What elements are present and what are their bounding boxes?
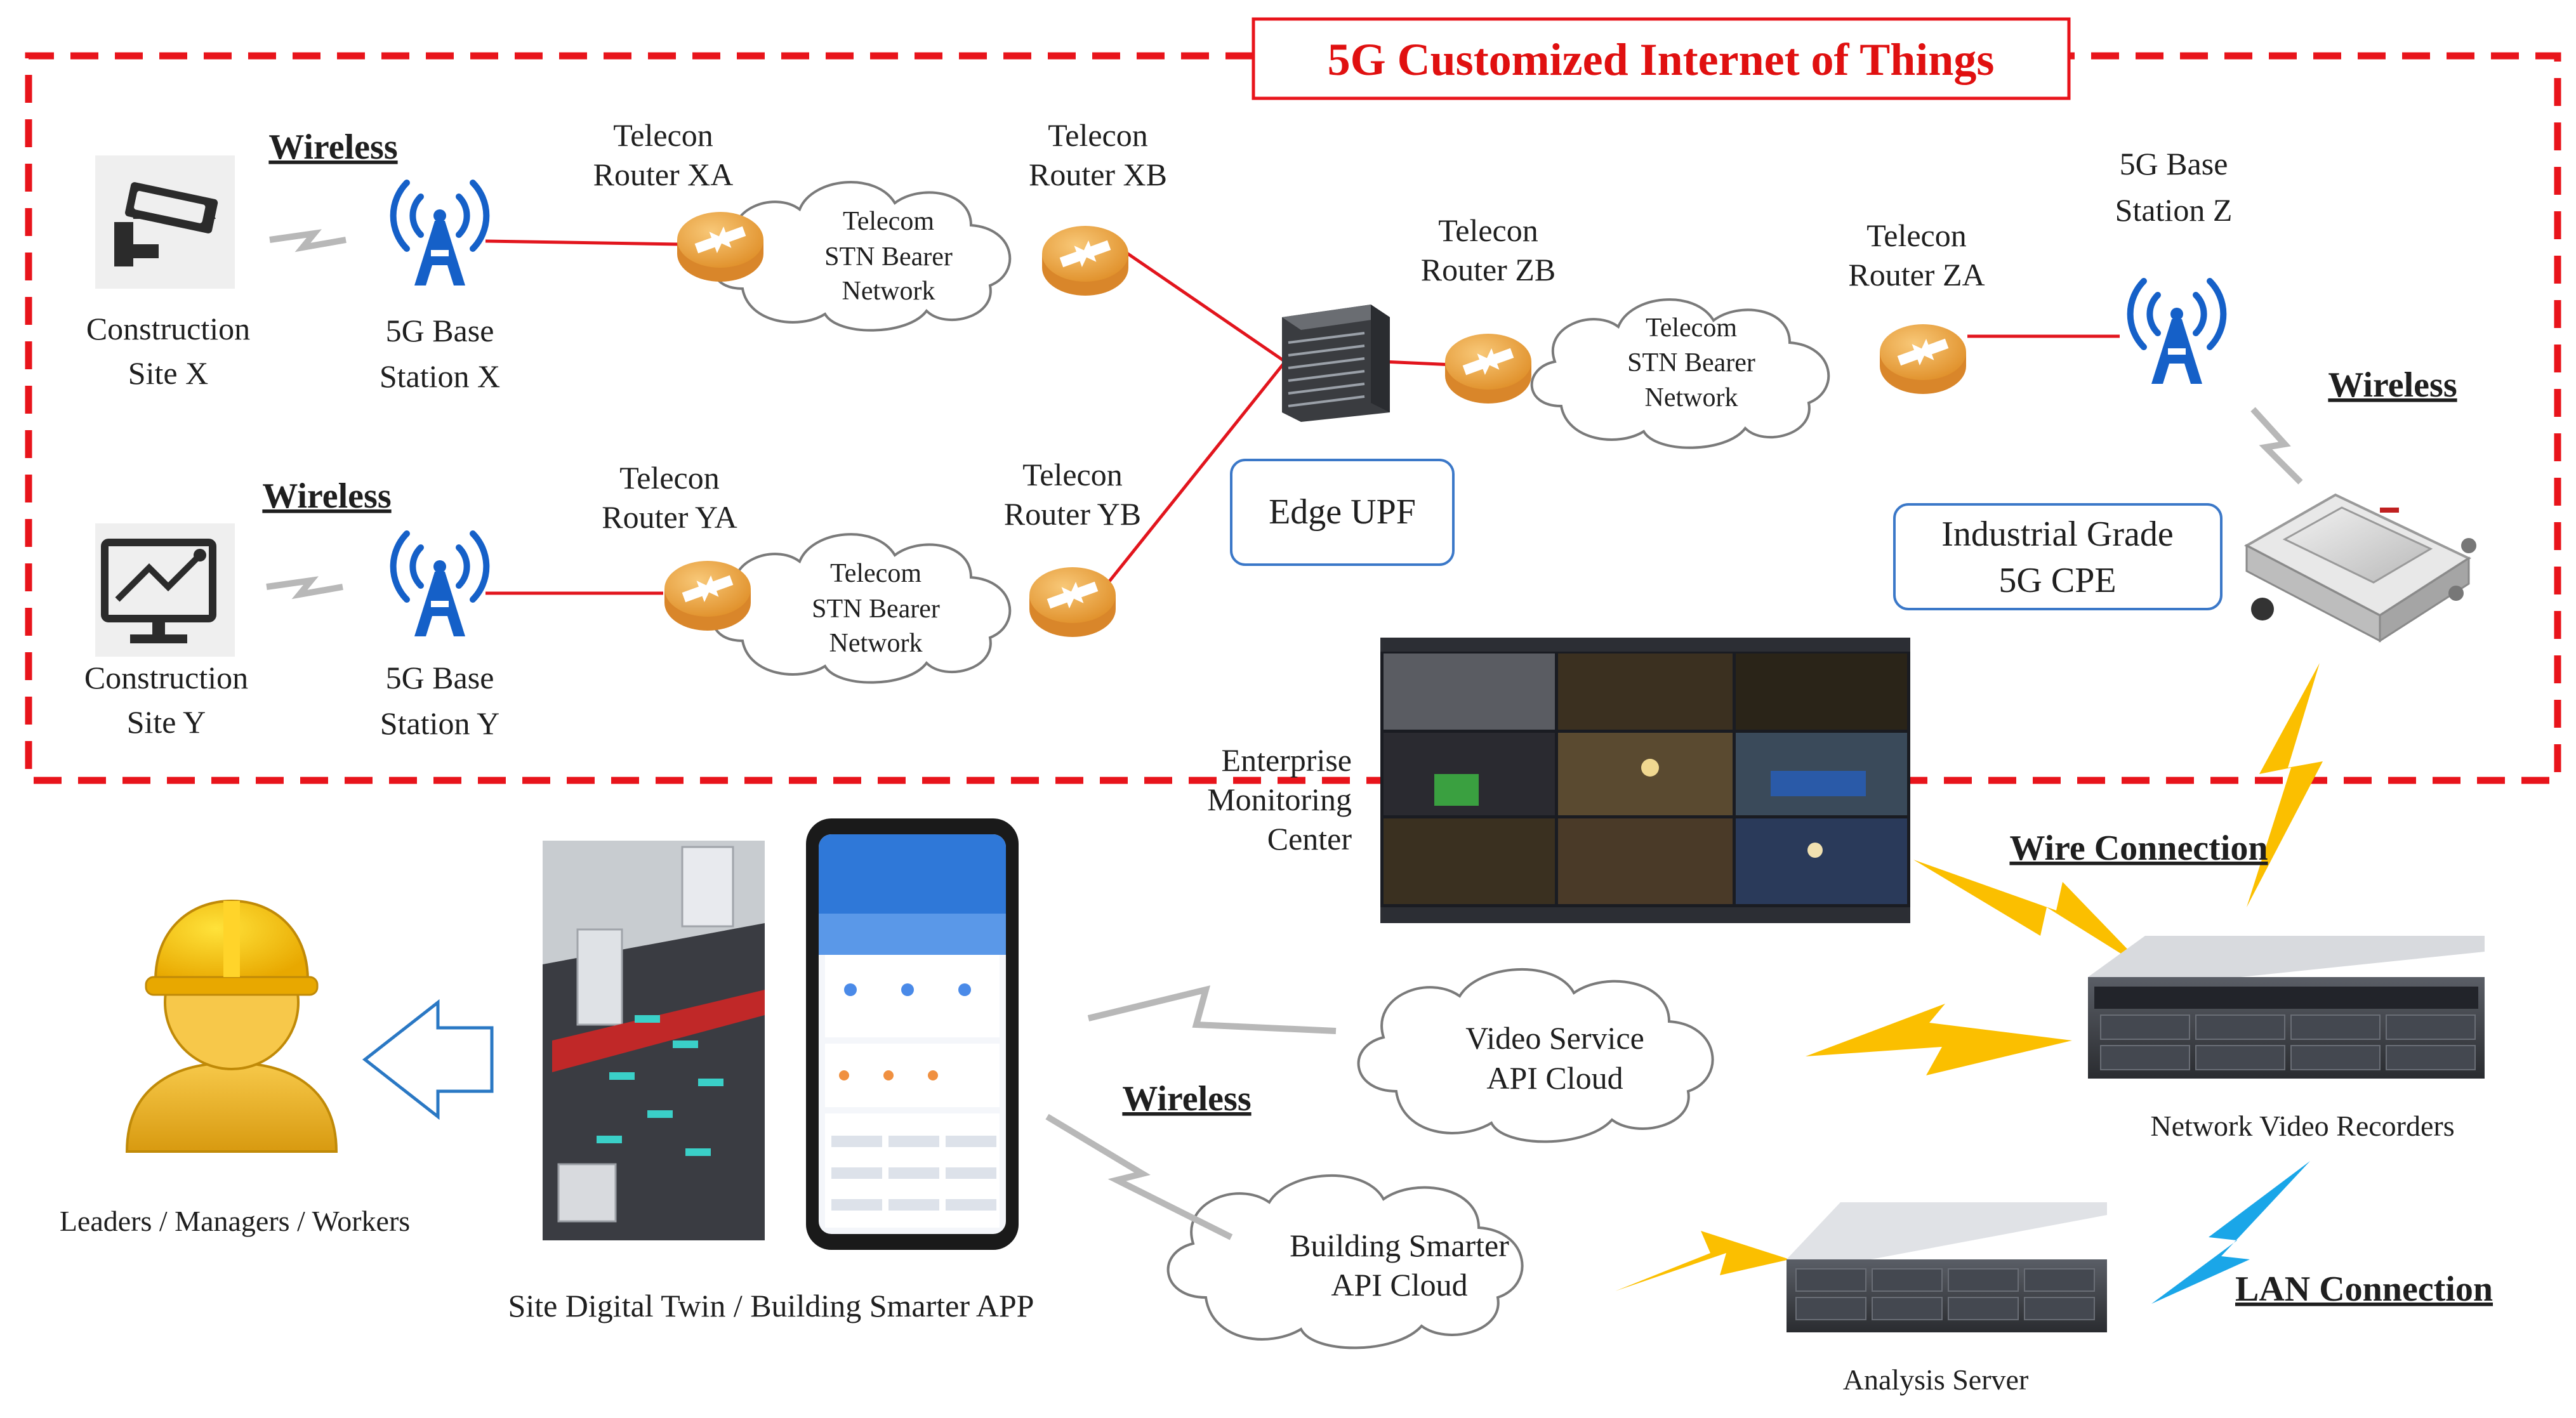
analysis-server-icon xyxy=(1787,1202,2107,1332)
video-cloud-label-1: Video Service xyxy=(1465,1020,1644,1056)
stn-x-line-3: Network xyxy=(842,277,935,306)
output-arrow-left xyxy=(362,999,494,1120)
monitoring-label-1: Enterprise xyxy=(1222,742,1352,778)
cpe-label-2: 5G CPE xyxy=(1998,561,2116,600)
stn-cloud-z: Telecom STN Bearer Network xyxy=(1530,298,1830,449)
router-ya-label-2: Router YA xyxy=(602,499,737,535)
site-digital-twin-image xyxy=(543,841,765,1240)
wire-link-lightning-video-cloud xyxy=(1806,1004,2072,1075)
router-xb-label-1: Telecon xyxy=(1048,117,1148,153)
wireless-label-bottom: Wireless xyxy=(1122,1079,1251,1119)
video-cloud-label-2: API Cloud xyxy=(1486,1060,1623,1096)
wireless-signal-app-video xyxy=(1087,985,1337,1034)
stn-z-line-2: STN Bearer xyxy=(1627,348,1755,377)
stn-cloud-y: Telecom STN Bearer Network xyxy=(711,533,1012,684)
edge-upf-box xyxy=(1230,459,1455,566)
wire-link-lightning-monitoring xyxy=(1913,860,2148,971)
router-xa-icon xyxy=(677,212,763,282)
lan-link-lightning xyxy=(2151,1161,2310,1304)
stn-x-line-2: STN Bearer xyxy=(824,242,953,272)
wireless-signal-y xyxy=(267,581,343,594)
base-station-z-label-1: 5G Base xyxy=(2120,146,2228,181)
site-x-label-1: Construction xyxy=(86,311,250,346)
wireless-signal-z xyxy=(2250,407,2303,485)
cctv-camera-icon xyxy=(114,182,218,266)
edge-upf-server-icon xyxy=(1282,305,1390,422)
building-smarter-phone xyxy=(806,818,1019,1250)
wireless-label-x: Wireless xyxy=(268,128,397,167)
nvr-device-icon xyxy=(2088,936,2485,1079)
router-ya-icon xyxy=(664,561,751,631)
cpe-box xyxy=(1893,503,2223,610)
monitoring-label-2: Monitoring xyxy=(1207,782,1352,817)
base-station-y-label-1: 5G Base xyxy=(386,660,494,695)
base-station-x-label-1: 5G Base xyxy=(386,313,494,348)
base-station-z-label-2: Station Z xyxy=(2115,192,2233,228)
base-station-x-label-2: Station X xyxy=(380,358,500,394)
site-y-label-2: Site Y xyxy=(127,704,206,740)
users-label: Leaders / Managers / Workers xyxy=(60,1205,410,1237)
wireless-signal-app-building xyxy=(1045,1113,1233,1240)
title-box xyxy=(1252,17,2071,100)
app-caption: Site Digital Twin / Building Smarter APP xyxy=(508,1288,1034,1323)
building-cloud-label-1: Building Smarter xyxy=(1290,1228,1509,1263)
stn-z-line-1: Telecom xyxy=(1646,313,1737,343)
5g-iot-boundary xyxy=(25,52,2561,784)
base-station-y-icon xyxy=(393,534,487,636)
wire-connection-label: Wire Connection xyxy=(2009,829,2268,868)
wireless-signal-x xyxy=(270,233,346,247)
router-xb-label-2: Router XB xyxy=(1029,157,1167,192)
router-yb-label-1: Telecon xyxy=(1022,457,1123,492)
stn-x-line-1: Telecom xyxy=(843,207,934,236)
video-service-cloud: Video Service API Cloud xyxy=(1357,968,1714,1143)
router-zb-icon xyxy=(1445,334,1531,404)
site-x-label-2: Site X xyxy=(128,355,208,391)
wireless-link-lightning xyxy=(2247,663,2323,907)
diagram-title: 5G Customized Internet of Things xyxy=(1328,34,1995,85)
base-station-y-label-2: Station Y xyxy=(380,706,499,741)
monitoring-label-3: Center xyxy=(1267,821,1352,857)
stn-cloud-x: Telecom STN Bearer Network xyxy=(711,181,1012,332)
nvr-label: Network Video Recorders xyxy=(2150,1110,2454,1142)
site-y-label-1: Construction xyxy=(84,660,248,695)
wire-link-lightning-building-cloud xyxy=(1615,1231,1790,1291)
router-yb-icon xyxy=(1029,567,1116,637)
monitoring-video-wall xyxy=(1380,638,1910,923)
router-zb-label-1: Telecon xyxy=(1438,213,1538,248)
base-station-z-icon xyxy=(2130,281,2224,384)
base-station-x-icon xyxy=(393,183,487,286)
stn-y-line-2: STN Bearer xyxy=(812,594,940,624)
wireless-label-z: Wireless xyxy=(2328,365,2457,405)
router-xa-label-2: Router XA xyxy=(593,157,734,192)
router-za-label-2: Router ZA xyxy=(1848,257,1985,292)
cpe-label-1: Industrial Grade xyxy=(1941,515,2173,554)
lan-connection-label: LAN Connection xyxy=(2235,1270,2493,1309)
router-yb-label-2: Router YB xyxy=(1004,496,1141,532)
router-ya-label-1: Telecon xyxy=(619,460,720,496)
router-zb-label-2: Router ZB xyxy=(1421,252,1556,287)
edge-upf-label: Edge UPF xyxy=(1269,492,1416,532)
analysis-server-label: Analysis Server xyxy=(1843,1363,2029,1396)
router-za-label-1: Telecon xyxy=(1866,218,1967,253)
building-smarter-cloud: Building Smarter API Cloud xyxy=(1166,1174,1524,1349)
cpe-device-icon xyxy=(2243,493,2476,643)
building-cloud-label-2: API Cloud xyxy=(1331,1267,1467,1303)
stn-y-line-3: Network xyxy=(829,629,923,658)
router-za-icon xyxy=(1880,324,1966,394)
stn-z-line-3: Network xyxy=(1645,383,1738,412)
monitor-chart-icon xyxy=(101,539,216,643)
stn-y-line-1: Telecom xyxy=(830,559,921,588)
network-links xyxy=(485,239,2120,595)
router-xa-label-1: Telecon xyxy=(613,117,713,153)
worker-helmet-icon xyxy=(125,899,338,1153)
router-xb-icon xyxy=(1042,226,1128,296)
wireless-label-y: Wireless xyxy=(262,476,391,516)
